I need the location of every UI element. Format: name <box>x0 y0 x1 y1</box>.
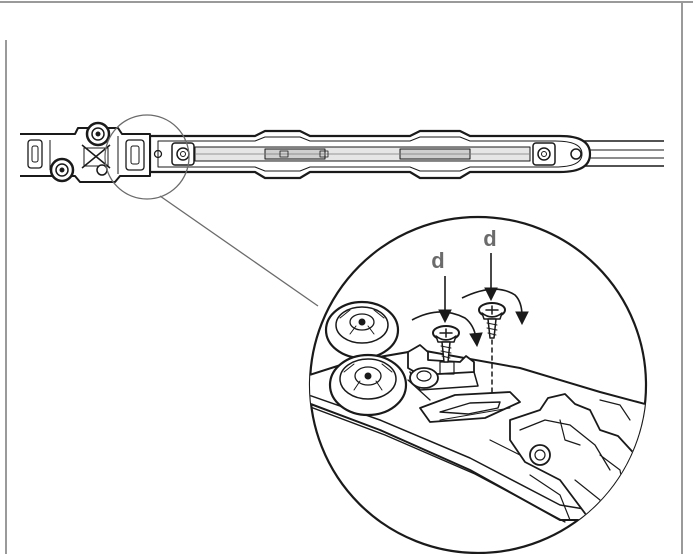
arm-body <box>148 129 592 180</box>
detail-circle-small <box>104 114 190 200</box>
zoom-rollers <box>324 300 439 417</box>
callout-label-right: d <box>483 226 496 251</box>
carriage <box>20 127 151 183</box>
top-track-assembly <box>20 121 664 183</box>
callout-label-left: d <box>431 248 444 273</box>
zoom-detail <box>310 300 646 523</box>
leader-line <box>159 195 319 307</box>
screw-right <box>478 302 506 339</box>
screw-left <box>432 325 460 363</box>
rail <box>580 140 664 167</box>
insertion-arrows <box>438 253 498 324</box>
mounting-slot <box>419 391 521 423</box>
rotation-arrows <box>411 288 529 348</box>
side-housing <box>489 393 641 521</box>
